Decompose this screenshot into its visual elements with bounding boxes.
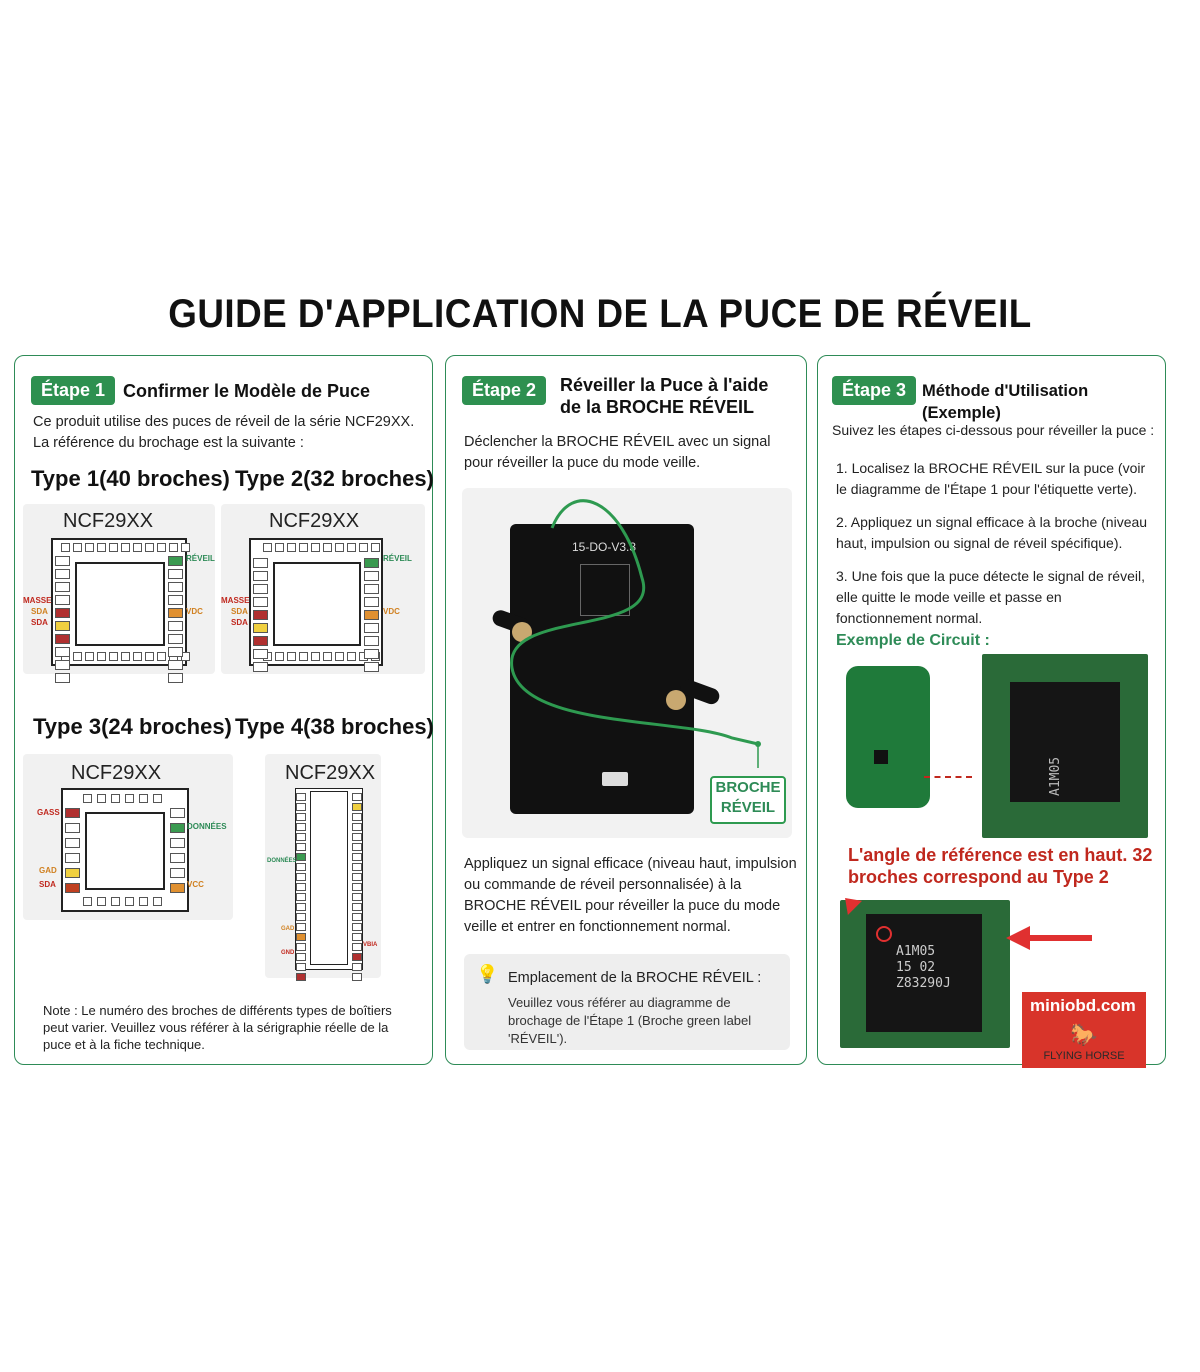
screw-right-icon <box>666 690 686 710</box>
step3-badge: Étape 3 <box>832 376 917 405</box>
corner-arrow-icon <box>837 890 863 916</box>
step3-item-1: 1. Localisez la BROCHE RÉVEIL sur la puc… <box>836 460 1146 497</box>
type2-pin-sda-1: SDA <box>231 607 248 616</box>
type3-pin-sda: SDA <box>39 880 56 889</box>
step3-heading: Méthode d'Utilisation (Exemple) <box>922 382 1089 422</box>
type3-chip-label: NCF29XX <box>71 762 162 784</box>
step3-item-2: 2. Appliquez un signal efficace à la bro… <box>836 514 1148 551</box>
type4-pin-gnd: GND <box>281 950 295 956</box>
reference-note: L'angle de référence est en haut. 32 bro… <box>848 845 1153 887</box>
closeup-chip: A1M05 <box>1010 682 1120 802</box>
step1-panel: Étape 1 Confirmer le Modèle de Puce Ce p… <box>14 355 434 1065</box>
brand-logo: miniobd.com 🐎 FLYING HORSE <box>1022 992 1146 1068</box>
step3-item-3: 3. Une fois que la puce détecte le signa… <box>836 568 1145 626</box>
step2-panel: Étape 2 Réveiller la Puce à l'aide de la… <box>445 355 807 1065</box>
type2-package <box>249 538 383 672</box>
type3-pin-vcc: VCC <box>187 880 204 889</box>
type2-pin-sda-2: SDA <box>231 618 248 627</box>
dashed-link <box>924 776 972 778</box>
step3-panel: Étape 3 Méthode d'Utilisation (Exemple) … <box>817 355 1166 1068</box>
step3-intro: Suivez les étapes ci-dessous pour réveil… <box>832 422 1155 438</box>
type1-pin-masse: MASSE <box>23 596 52 605</box>
step1-badge: Étape 1 <box>31 376 116 405</box>
type3-pin-gass: GASS <box>37 808 60 817</box>
step1-intro: Ce produit utilise des puces de réveil d… <box>33 414 415 451</box>
type2-pin-vdc: VDC <box>383 607 400 616</box>
type2-diagram: NCF29XX MASSE SDA SDA RÉVEIL VDC <box>221 504 425 674</box>
example-title: Exemple de Circuit : <box>836 632 990 649</box>
type1-diagram: NCF29XX MASSE SDA SDA RÉVEIL VDC <box>23 504 215 683</box>
type4-pin-gad: GAD <box>281 926 295 932</box>
pcb-chip <box>874 750 888 764</box>
page-title: GUIDE D'APPLICATION DE LA PUCE DE RÉVEIL <box>168 292 1032 336</box>
orientation-chip: A1M05 15 02 Z83290J <box>866 914 982 1032</box>
type3-heading: Type 3(24 broches) <box>33 714 232 739</box>
type2-pin-masse: MASSE <box>221 596 250 605</box>
type4-heading: Type 4(38 broches) <box>235 714 434 739</box>
type3-pin-donnees: DONNÉES <box>187 822 227 831</box>
type1-pin-sda-2: SDA <box>31 618 48 627</box>
type2-heading: Type 2(32 broches) <box>235 466 434 491</box>
type4-chip-label: NCF29XX <box>285 762 376 784</box>
step2-badge: Étape 2 <box>462 376 547 405</box>
step1-heading: Confirmer le Modèle de Puce <box>123 381 371 401</box>
type4-package <box>295 788 363 981</box>
logo-subtext: FLYING HORSE <box>1043 1050 1125 1062</box>
step2-intro: Déclencher la BROCHE RÉVEIL avec un sign… <box>464 434 771 471</box>
type1-chip-label: NCF29XX <box>63 510 154 532</box>
type1-pin-vdc: VDC <box>186 607 203 616</box>
type2-pin-reveil: RÉVEIL <box>383 554 412 563</box>
lightbulb-icon: 💡 <box>476 964 499 984</box>
type3-package <box>61 788 189 912</box>
step1-note: Note : Le numéro des broches de différen… <box>43 1003 392 1052</box>
pin1-marker-icon <box>876 926 892 942</box>
type4-pin-donnees: DONNÉES <box>267 858 297 864</box>
board-label: 15-DO-V3.3 <box>572 540 637 554</box>
connector <box>602 772 628 786</box>
step2-heading: Réveiller la Puce à l'aide de la BROCHE … <box>560 375 769 417</box>
logo-text: miniobd.com <box>1030 996 1136 1015</box>
orientation-marking: A1M05 15 02 Z83290J <box>896 944 951 991</box>
type4-pin-vbia: VBIA <box>363 942 378 948</box>
type3-diagram: NCF29XX GASS GAD SDA DONNÉES VCC <box>23 754 233 920</box>
type3-pin-gad: GAD <box>39 866 57 875</box>
chip-orientation-photo: A1M05 15 02 Z83290J <box>837 890 1010 1048</box>
chip-closeup-photo: A1M05 <box>982 654 1148 838</box>
horse-icon: 🐎 <box>1070 1022 1098 1047</box>
type1-pin-reveil: RÉVEIL <box>186 554 215 563</box>
red-arrow-icon <box>1006 926 1092 950</box>
board: 15-DO-V3.3 <box>510 524 694 814</box>
chip-socket <box>580 564 630 616</box>
step2-body: Appliquez un signal efficace (niveau hau… <box>464 856 797 935</box>
programmer-board-photo: 15-DO-V3.3 BROCHE RÉVEIL <box>462 488 792 838</box>
type4-diagram: NCF29XX DONNÉES GAD GND VBIA <box>265 754 381 981</box>
type1-heading: Type 1(40 broches) <box>31 466 230 491</box>
closeup-marking: A1M05 <box>1048 756 1063 796</box>
type2-chip-label: NCF29XX <box>269 510 360 532</box>
tip-body: Veuillez vous référer au diagramme de br… <box>508 995 752 1046</box>
broche-reveil-callout: BROCHE RÉVEIL <box>710 776 786 824</box>
key-pcb-photo <box>846 666 930 808</box>
type1-package <box>51 538 190 683</box>
tip-title: Emplacement de la BROCHE RÉVEIL : <box>508 970 762 986</box>
type1-pin-sda-1: SDA <box>31 607 48 616</box>
screw-left-icon <box>512 622 532 642</box>
tip-box: 💡 Emplacement de la BROCHE RÉVEIL : Veui… <box>464 954 790 1050</box>
wire-icon <box>510 499 761 768</box>
